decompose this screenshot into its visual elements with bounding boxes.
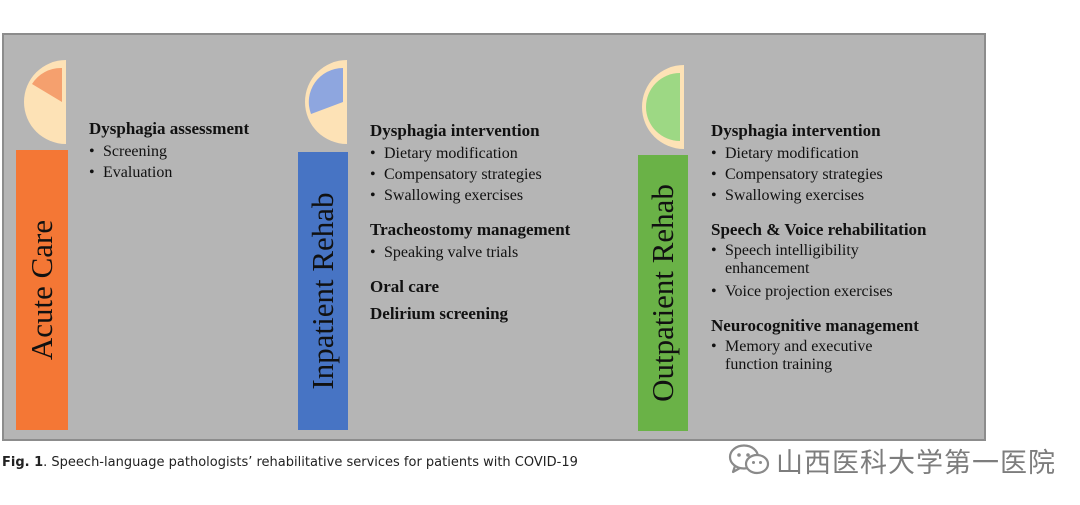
list-item: Swallowing exercises xyxy=(711,185,976,206)
list-item: Swallowing exercises xyxy=(370,185,570,206)
stage-label-outpatient-rehab: Outpatient Rehab xyxy=(645,184,680,402)
stage-bar-outpatient-rehab: Outpatient Rehab xyxy=(638,155,688,431)
list-item: Compensatory strategies xyxy=(711,164,976,185)
section-heading: Oral care xyxy=(370,277,440,296)
section-list: Memory and executive function training xyxy=(711,338,911,374)
list-item: Dietary modification xyxy=(711,143,976,164)
section-heading: Dysphagia intervention xyxy=(711,121,881,140)
section-heading: Dysphagia intervention xyxy=(370,121,540,140)
section-heading: Neurocognitive management xyxy=(711,316,919,335)
outpatient-rehab-progress-icon xyxy=(642,65,684,149)
section-heading: Dysphagia assessment xyxy=(89,119,250,138)
section-heading: Tracheostomy management xyxy=(370,220,571,239)
list-item: Dietary modification xyxy=(370,143,570,164)
list-item: Memory and executive function training xyxy=(711,338,911,374)
watermark-text: 山西医科大学第一医院 xyxy=(776,447,1056,479)
list-item: Screening xyxy=(89,141,249,162)
stage-bar-inpatient-rehab: Inpatient Rehab xyxy=(298,152,348,430)
section-list: Speech intelligibility enhancement Voice… xyxy=(711,242,911,302)
list-item: Speech intelligibility enhancement xyxy=(711,242,911,278)
figure-number: Fig. 1 xyxy=(2,455,44,470)
list-item: Speaking valve trials xyxy=(370,242,570,263)
section-list: Dietary modification Compensatory strate… xyxy=(711,143,976,206)
list-item: Evaluation xyxy=(89,162,249,183)
services-outpatient-rehab: Dysphagia intervention Dietary modificat… xyxy=(711,121,976,377)
stage-label-acute-care: Acute Care xyxy=(24,219,59,361)
section-list: Dietary modification Compensatory strate… xyxy=(370,143,570,206)
acute-care-progress-icon xyxy=(24,60,66,144)
services-inpatient-rehab: Dysphagia intervention Dietary modificat… xyxy=(370,121,570,324)
watermark: 山西医科大学第一医院 xyxy=(728,442,1056,479)
section-heading: Delirium screening xyxy=(370,304,509,323)
section-heading: Speech & Voice rehabilitation xyxy=(711,220,927,239)
section-list: Speaking valve trials xyxy=(370,242,570,263)
wechat-icon xyxy=(728,444,770,475)
list-item: Voice projection exercises xyxy=(711,281,911,302)
figure-caption: Fig. 1. Speech-language pathologists’ re… xyxy=(2,455,578,470)
stage-bar-acute-care: Acute Care xyxy=(16,150,68,430)
inpatient-rehab-progress-icon xyxy=(305,60,347,144)
stage-label-inpatient-rehab: Inpatient Rehab xyxy=(305,192,340,390)
services-acute-care: Dysphagia assessment Screening Evaluatio… xyxy=(89,119,249,183)
caption-text: . Speech-language pathologists’ rehabili… xyxy=(43,455,578,470)
list-item: Compensatory strategies xyxy=(370,164,570,185)
section-list: Screening Evaluation xyxy=(89,141,249,183)
